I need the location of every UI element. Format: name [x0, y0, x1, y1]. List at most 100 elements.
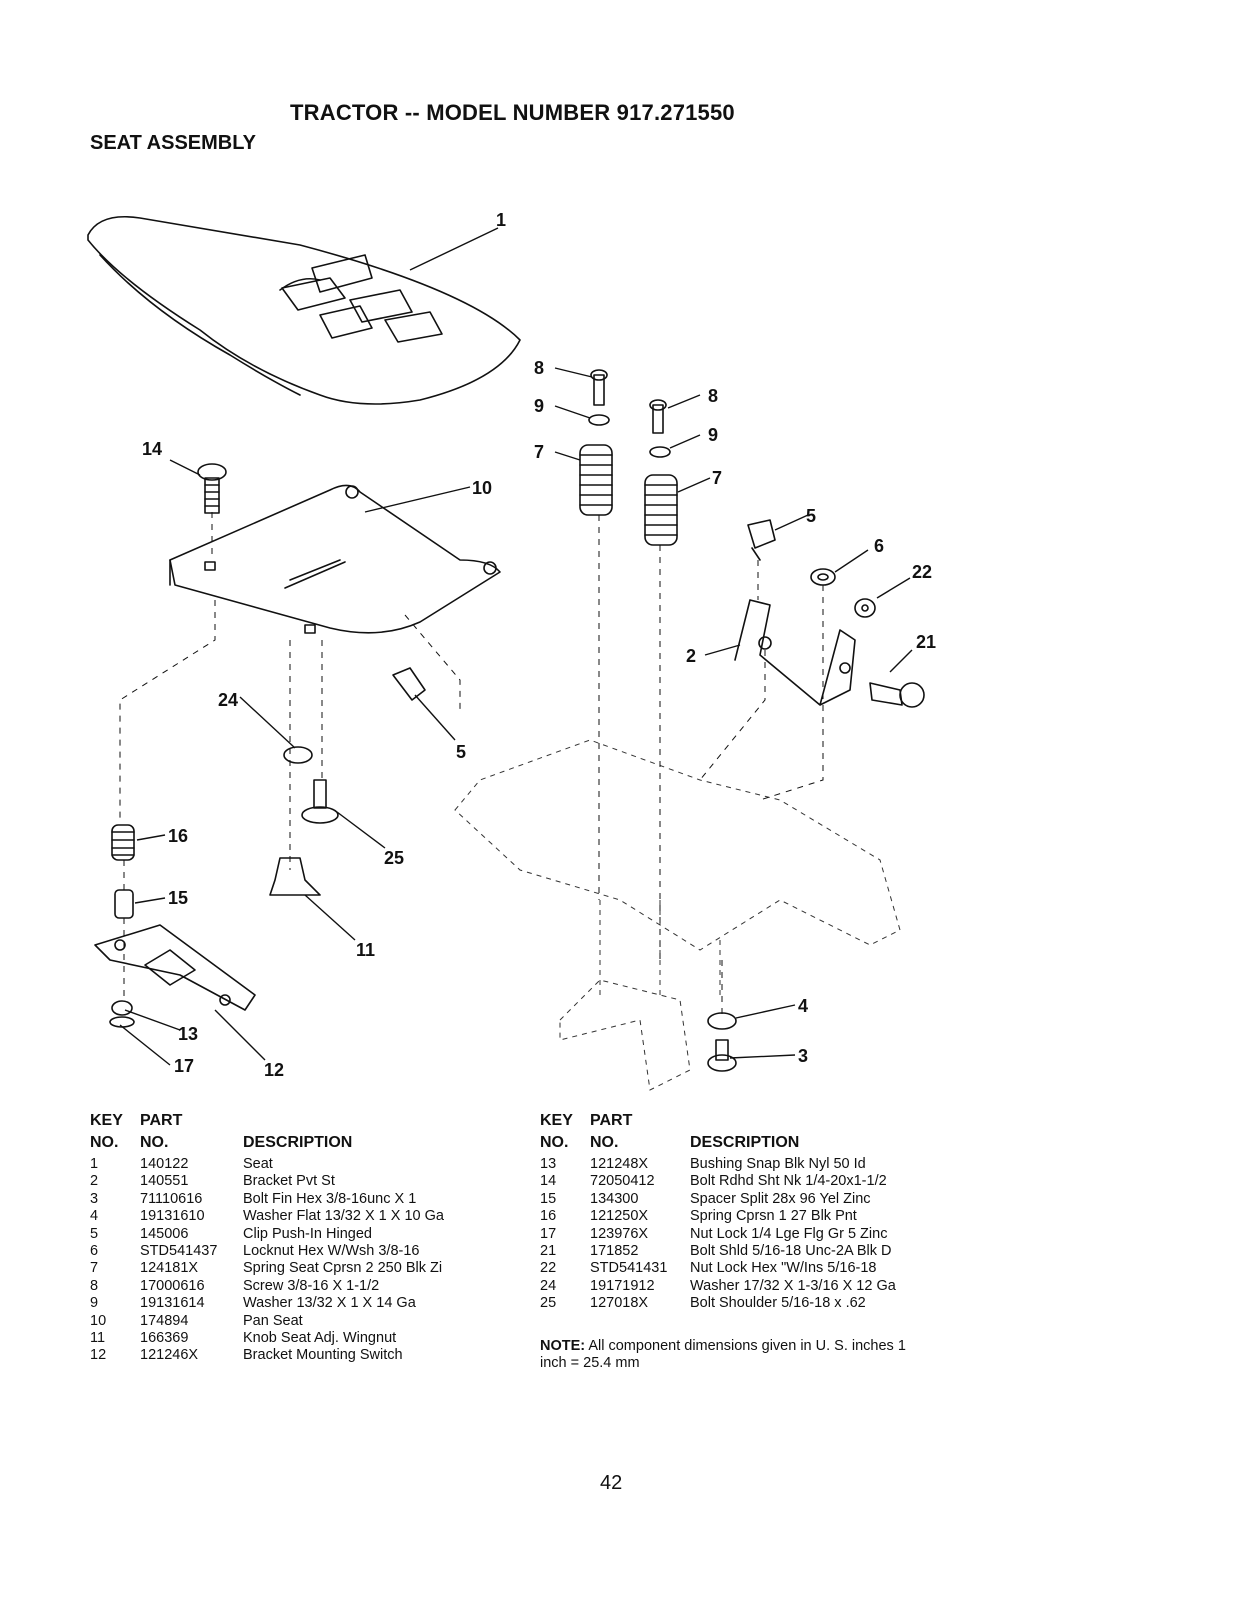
callout-4: 4 [798, 996, 808, 1016]
cell-part: 145006 [140, 1225, 189, 1242]
clip-left-part [392, 667, 426, 701]
callout-5a: 5 [806, 506, 816, 526]
cell-desc: Bracket Mounting Switch [243, 1347, 403, 1364]
cell-part: 134300 [590, 1190, 639, 1207]
callout-14: 14 [142, 439, 162, 459]
callout-10: 10 [472, 478, 492, 498]
cell-key: 10 [90, 1312, 107, 1329]
cell-key: 22 [540, 1260, 557, 1277]
cell-part: 166369 [140, 1330, 189, 1346]
callout-24: 24 [218, 690, 238, 710]
cell-desc: Bracket Pvt St [243, 1173, 335, 1190]
cell-desc: Knob Seat Adj. Wingnut [243, 1330, 397, 1346]
note-label: NOTE: [540, 1338, 586, 1354]
cell-key: 21 [540, 1243, 557, 1259]
section-subtitle: SEAT ASSEMBLY [90, 132, 256, 154]
cell-key: 9 [90, 1295, 99, 1312]
callout-16: 16 [168, 826, 188, 846]
cell-part: 19131614 [140, 1295, 205, 1312]
cell-part: 121246X [140, 1347, 199, 1364]
seat-part [87, 216, 521, 405]
cell-desc: Bolt Shoulder 5/16-18 x .62 [690, 1295, 866, 1312]
cell-desc: Bushing Snap Blk Nyl 50 Id [690, 1156, 866, 1172]
cell-part: 121250X [590, 1208, 649, 1225]
cell-key: 1 [90, 1156, 99, 1172]
cell-desc: Seat [243, 1156, 273, 1172]
col-part-header-2: NO. [590, 1134, 619, 1151]
col-part-header-1: PART [590, 1112, 633, 1129]
cell-desc: Bolt Shld 5/16-18 Unc-2A Blk D [690, 1243, 892, 1259]
col-part-header-1: PART [140, 1112, 183, 1129]
callout-12: 12 [264, 1060, 284, 1080]
cell-desc: Washer 17/32 X 1-3/16 X 12 Ga [690, 1277, 896, 1294]
col-description-header: DESCRIPTION [243, 1134, 353, 1151]
callout-17: 17 [174, 1056, 194, 1076]
cell-part: 71110616 [140, 1190, 203, 1207]
washer-4-part [707, 1012, 737, 1030]
cell-desc: Bolt Rdhd Sht Nk 1/4-20x1-1/2 [690, 1173, 887, 1190]
cell-desc: Clip Push-In Hinged [243, 1225, 372, 1242]
cell-desc: Spacer Split 28x 96 Yel Zinc [690, 1190, 871, 1207]
cell-key: 7 [90, 1260, 99, 1277]
cell-part: STD541431 [590, 1260, 668, 1277]
cell-key: 8 [90, 1277, 99, 1294]
cell-desc: Spring Cprsn 1 27 Blk Pnt [690, 1208, 857, 1225]
callout-7a: 7 [534, 442, 544, 462]
page-title: TRACTOR -- MODEL NUMBER 917.271550 [290, 100, 735, 125]
callout-25: 25 [384, 848, 404, 868]
cell-part: 174894 [140, 1312, 189, 1329]
cell-key: 13 [540, 1156, 557, 1172]
spring-16-part [111, 824, 135, 861]
cell-part: 127018X [590, 1295, 649, 1312]
cell-desc: Spring Seat Cprsn 2 250 Blk Zi [243, 1260, 443, 1277]
bushing-nut-part [109, 1000, 135, 1028]
exploded-parts-diagram: 1 8 9 7 8 9 7 14 10 5 6 22 21 2 24 5 16 … [87, 210, 936, 1091]
cell-part: 19131610 [140, 1208, 205, 1225]
locknut-6-part [810, 568, 836, 586]
callout-9a: 9 [534, 396, 544, 416]
cell-part: 19171912 [590, 1277, 655, 1294]
callout-22: 22 [912, 562, 932, 582]
cell-desc: Washer 13/32 X 1 X 14 Ga [243, 1295, 416, 1312]
screw-washer-right [649, 399, 671, 458]
cell-desc: Nut Lock Hex "W/Ins 5/16-18 [690, 1260, 877, 1277]
callout-7b: 7 [712, 468, 722, 488]
cell-part: 72050412 [590, 1173, 655, 1190]
cell-key: 5 [90, 1225, 99, 1242]
bolt-14-part [197, 463, 227, 514]
col-key-header-1: KEY [540, 1112, 573, 1129]
cell-key: 3 [90, 1190, 99, 1207]
cell-key: 2 [90, 1173, 99, 1190]
cell-key: 15 [540, 1190, 557, 1207]
dimensions-note: NOTE: All component dimensions given in … [540, 1338, 920, 1372]
cell-part: 140551 [140, 1173, 189, 1190]
callout-8b: 8 [708, 386, 718, 406]
cell-desc: Screw 3/8-16 X 1-1/2 [243, 1277, 380, 1294]
clip-right-part [747, 519, 776, 561]
cell-desc: Locknut Hex W/Wsh 3/8-16 [243, 1243, 420, 1259]
callout-21: 21 [916, 632, 936, 652]
callout-6: 6 [874, 536, 884, 556]
washer-24-part [283, 746, 313, 764]
bracket-pivot-part [734, 599, 856, 706]
note-text: All component dimensions given in U. S. … [540, 1338, 906, 1371]
cell-key: 16 [540, 1208, 557, 1225]
callout-2: 2 [686, 646, 696, 666]
col-description-header: DESCRIPTION [690, 1134, 800, 1151]
callout-15: 15 [168, 888, 188, 908]
cell-key: 14 [540, 1173, 557, 1190]
cell-desc: Bolt Fin Hex 3/8-16unc X 1 [243, 1190, 417, 1207]
callout-9b: 9 [708, 425, 718, 445]
callout-1: 1 [496, 210, 506, 230]
cell-key: 24 [540, 1277, 557, 1294]
cell-part: STD541437 [140, 1243, 218, 1259]
cell-key: 6 [90, 1243, 99, 1259]
cell-key: 25 [540, 1295, 557, 1312]
page-number: 42 [600, 1472, 623, 1494]
callout-13: 13 [178, 1024, 198, 1044]
cell-part: 121248X [590, 1156, 649, 1172]
knob-11-part [269, 857, 321, 896]
cell-part: 171852 [590, 1243, 639, 1259]
callout-8a: 8 [534, 358, 544, 378]
bolt-3-part [707, 1039, 737, 1072]
